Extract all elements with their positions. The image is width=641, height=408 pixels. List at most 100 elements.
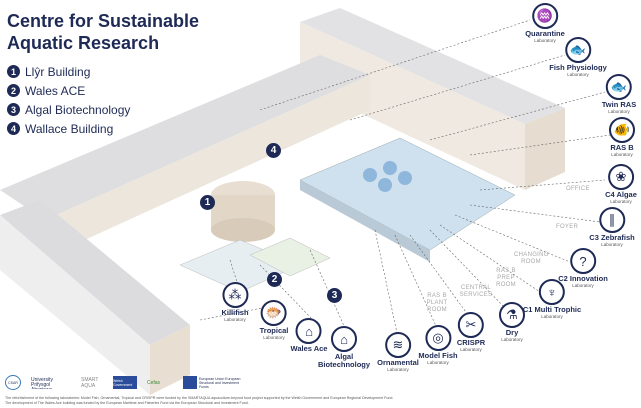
ras-b-icon: 🐠: [609, 117, 635, 143]
marker-2: 2: [267, 272, 282, 287]
marker-4: 4: [266, 143, 281, 158]
legend-label: Llŷr Building: [25, 64, 91, 79]
lab-name: Model Fish: [418, 351, 458, 360]
marker-3: 3: [327, 288, 342, 303]
lab-name: Killifish: [221, 308, 249, 317]
swansea-university-logo: Swansea University Prifysgol Abertawe: [31, 376, 53, 389]
llyr-building: [299, 137, 516, 262]
algae-icon: ❀: [607, 164, 634, 190]
legend-label: Algal Biotechnology: [25, 102, 131, 117]
lab-subtitle: Laboratory: [610, 199, 632, 204]
fish-physiology-icon: 🐟: [564, 37, 591, 63]
multi-trophic-icon: ♆: [539, 279, 565, 305]
logo-strip: CSAR Swansea University Prifysgol Aberta…: [5, 375, 249, 390]
lab-badge: ⌂Algal Biotechnology: [315, 326, 373, 369]
lab-subtitle: Laboratory: [601, 242, 623, 247]
ornamental-icon: ≋: [385, 332, 411, 358]
lab-badge: ⌂Wales Ace: [290, 318, 328, 353]
legend-item: 1 Llŷr Building: [7, 62, 247, 81]
legend-label: Wales ACE: [25, 83, 86, 98]
lab-subtitle: Laboratory: [263, 335, 285, 340]
legend-item: 3 Algal Biotechnology: [7, 100, 247, 119]
number-badge: 1: [7, 65, 20, 78]
lab-subtitle: Laboratory: [427, 360, 449, 365]
lab-name: CRISPR: [456, 338, 486, 347]
legend-item: 2 Wales ACE: [7, 81, 247, 100]
quarantine-icon: ♒: [532, 3, 558, 29]
lab-name: Twin RAS: [601, 100, 637, 109]
number-badge: 2: [7, 84, 20, 97]
microscope-icon: ⚗: [499, 302, 525, 328]
building-legend: 1 Llŷr Building 2 Wales ACE 3 Algal Biotech…: [7, 62, 247, 138]
greenhouse-icon: ⌂: [331, 326, 357, 352]
number-badge: 3: [7, 103, 20, 116]
lab-subtitle: Laboratory: [501, 337, 523, 342]
room-label: RAS B PLANT ROOM: [426, 293, 448, 313]
cefas-logo: Cefas: [147, 379, 161, 386]
lab-name: RAS B: [610, 143, 634, 152]
room-label: OFFICE: [566, 186, 590, 192]
killifish-icon: ⁂: [222, 282, 248, 308]
page-title: Centre for Sustainable Aquatic Research: [7, 11, 200, 53]
house-icon: ⌂: [296, 318, 322, 344]
lab-name: C3 Zebrafish: [589, 233, 635, 242]
legend-item: 4 Wallace Building: [7, 119, 247, 138]
tropical-icon: 🐡: [260, 300, 287, 326]
lab-name: Quarantine: [525, 29, 565, 38]
lab-name: Dry: [505, 328, 519, 337]
lab-subtitle: Laboratory: [387, 367, 409, 372]
wallace-building: [0, 8, 565, 395]
lab-subtitle: Laboratory: [611, 152, 633, 157]
lab-subtitle: Laboratory: [224, 317, 246, 322]
lab-name: Algal Biotechnology: [317, 352, 371, 369]
smartaqua-logo: SMART AQUA: [81, 376, 99, 389]
lab-name: Fish Physiology: [549, 63, 607, 72]
lab-name: Ornamental: [377, 358, 419, 367]
crispr-icon: ✂: [458, 312, 484, 338]
number-badge: 4: [7, 122, 20, 135]
footnote-line: The development of The Wales Ace buildin…: [5, 401, 249, 405]
welsh-government-logo: Welsh Government: [113, 376, 137, 389]
lab-name: C4 Algae: [605, 190, 637, 199]
lab-name: C1 Multi Trophic: [522, 305, 582, 314]
legend-label: Wallace Building: [25, 121, 114, 136]
eu-funds-logo: European Union European Structural and I…: [183, 376, 249, 389]
header-block: Centre for Sustainable Aquatic Research …: [7, 10, 247, 138]
lab-subtitle: Laboratory: [541, 314, 563, 319]
lab-subtitle: Laboratory: [460, 347, 482, 352]
room-label: RAS B PREP ROOM: [496, 268, 516, 288]
lab-name: C2 Innovation: [558, 274, 608, 283]
lab-subtitle: Laboratory: [567, 72, 589, 77]
lab-name: Wales Ace: [290, 344, 328, 353]
model-fish-icon: ◎: [424, 325, 451, 351]
funding-footnote: The refurbishment of the following labor…: [5, 396, 525, 406]
twin-ras-icon: 🐟: [605, 74, 632, 100]
lab-subtitle: Laboratory: [534, 38, 556, 43]
lab-subtitle: Laboratory: [572, 283, 594, 288]
room-label: FOYER: [556, 224, 579, 230]
algal-biotech-building: [249, 237, 331, 277]
leader-lines: [199, 19, 611, 334]
room-label: CENTRAL SERVICES: [459, 285, 493, 298]
innovation-icon: ?: [570, 248, 596, 274]
csar-logo: CSAR: [5, 375, 21, 390]
lab-name: Tropical: [259, 326, 289, 335]
zebrafish-icon: ∥: [599, 207, 625, 233]
lab-subtitle: Laboratory: [608, 109, 630, 114]
footnote-line: The refurbishment of the following labor…: [5, 396, 394, 400]
marker-1: 1: [200, 195, 215, 210]
